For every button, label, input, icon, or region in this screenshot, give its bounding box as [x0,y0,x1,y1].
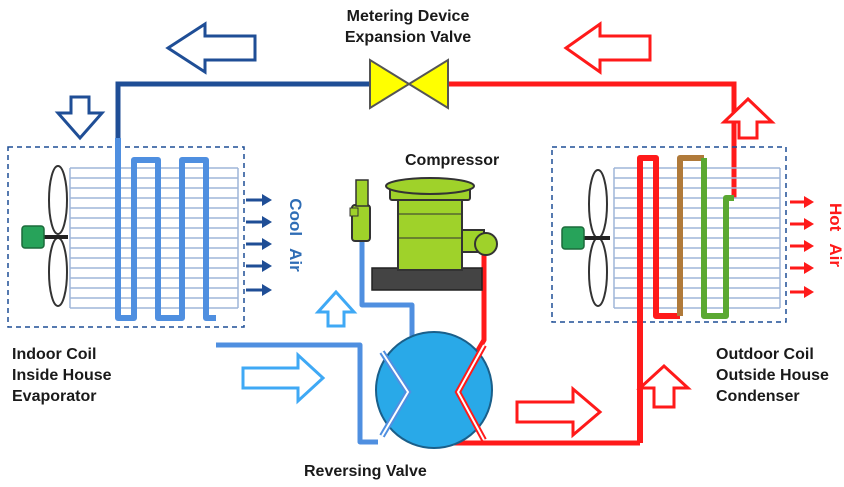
compressor-icon [349,177,498,291]
hollow-arrow-icon [241,351,326,405]
hollow-arrow-icon [636,363,692,409]
indoor-line-1: Indoor Coil [12,346,97,363]
indoor-coil-label: Indoor Coil Inside House Evaporator [12,344,112,407]
hot-air-word-1: Hot [826,203,844,232]
cool-air-word-2: Air [286,248,305,272]
hot-line-top [448,81,737,198]
hollow-arrow-icon [515,385,603,439]
fan-icon [572,169,610,307]
outdoor-unit-box [551,146,787,323]
hot-air-label: HotAir [825,190,844,280]
reversing-valve-label: Reversing Valve [304,463,427,480]
indoor-line-2: Inside House [12,367,112,384]
hollow-arrow-icon [165,21,257,75]
indoor-line-3: Evaporator [12,388,97,405]
metering-line-1: Metering Device [346,8,470,25]
indoor-coil-fins [69,167,239,309]
fan-icon [30,165,68,307]
compressor-label: Compressor [405,152,500,169]
expansion-valve-icon [369,58,449,110]
cool-air-label: CoolAir [285,190,305,280]
indoor-coil-tube [115,138,216,321]
hollow-arrow-icon [314,289,358,328]
hot-air-word-2: Air [826,243,844,267]
cold-line-top [115,81,370,138]
fan-motor-icon [21,225,45,249]
hot-air-arrows [790,196,814,298]
indoor-unit-box [7,146,245,328]
cool-air-word-1: Cool [286,198,305,237]
outdoor-line-1: Outdoor Coil [716,346,814,363]
metering-line-2: Expansion Valve [344,29,472,46]
outdoor-line-3: Condenser [716,388,800,405]
outdoor-coil-tube-cooling [701,158,734,319]
outdoor-line-2: Outside House [716,367,829,384]
reversing-valve-icon [375,331,493,449]
indoor-return-line [216,342,378,445]
suction-line [359,225,415,360]
cool-air-arrows [246,194,272,296]
outdoor-coil-label: Outdoor Coil Outside House Condenser [716,344,829,407]
fan-motor-icon [561,226,585,250]
hollow-arrow-icon [720,96,776,140]
hollow-arrow-icon [54,95,106,141]
outdoor-coil-tube-hot [637,155,680,443]
outdoor-coil-tube-warm [677,155,704,316]
metering-device-label: Metering Device Expansion Valve [318,6,498,48]
hollow-arrow-icon [563,21,652,75]
